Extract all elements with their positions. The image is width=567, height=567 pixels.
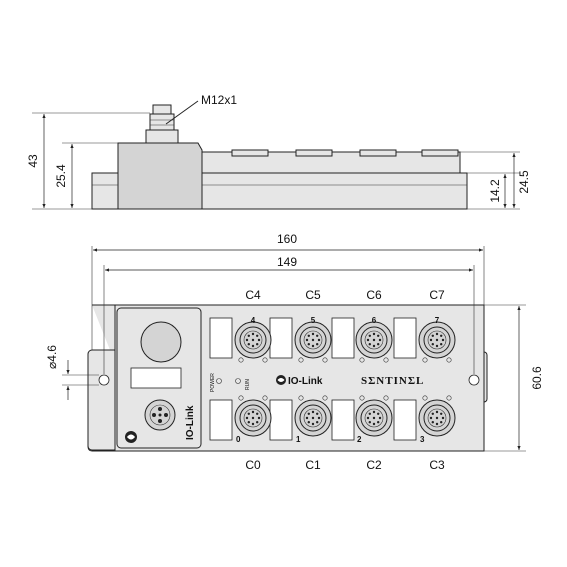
dim-total-length: 160 xyxy=(277,232,297,246)
power-led-label: POWER xyxy=(210,373,216,392)
dim-port-height: 24.5 xyxy=(517,170,531,194)
dim-hole-pitch: 149 xyxy=(277,255,297,269)
port-label-window-bottom xyxy=(269,399,293,441)
port-label-c6: C6 xyxy=(366,288,382,302)
port-label-window-bottom xyxy=(393,399,417,441)
port-label-window-bottom xyxy=(331,399,355,441)
side-m12-connector xyxy=(145,104,179,144)
port-label-window-top xyxy=(209,317,233,359)
dim-total-height: 43 xyxy=(26,154,40,168)
left-mount-ear xyxy=(87,349,119,451)
port-connector-top xyxy=(355,321,393,363)
port-label-c2: C2 xyxy=(366,458,382,472)
side-port-caps xyxy=(231,149,459,157)
port-label-c7: C7 xyxy=(429,288,445,302)
port-connector-bottom xyxy=(355,395,393,437)
power-connector-pins xyxy=(149,404,171,426)
top-view: IO-Link POWER RUN IO-Link SΣNTINΣL 40516… xyxy=(45,232,544,472)
port-label-c0: C0 xyxy=(245,458,261,472)
display-window xyxy=(140,321,182,363)
io-link-vertical-label: IO-Link xyxy=(185,405,196,440)
port-connector-top xyxy=(294,321,332,363)
port-label-c3: C3 xyxy=(429,458,445,472)
port-label-window-top xyxy=(269,317,293,359)
io-link-badge: IO-Link xyxy=(288,376,323,387)
port-columns: 4 0 5 1 6 2 7 3 xyxy=(209,316,456,444)
port-connector-bottom xyxy=(294,395,332,437)
dim-hole-diameter: ⌀4.6 xyxy=(45,345,59,369)
port-label-c4: C4 xyxy=(245,288,261,302)
port-label-window-top xyxy=(393,317,417,359)
port-label-window-top xyxy=(331,317,355,359)
power-led xyxy=(216,378,222,384)
port-label-c5: C5 xyxy=(305,288,321,302)
port-number-bottom: 0 xyxy=(236,435,241,444)
brand-label: SΣNTINΣL xyxy=(361,375,424,387)
mount-hole-left xyxy=(98,374,110,386)
dim-body-height: 25.4 xyxy=(54,164,68,188)
port-number-top: 6 xyxy=(372,316,377,325)
port-connector-top xyxy=(418,321,456,363)
side-view: M12x1 43 25.4 14.2 24.5 xyxy=(26,93,531,210)
run-led xyxy=(235,378,241,384)
port-connector-bottom xyxy=(418,395,456,437)
connector-label: M12x1 xyxy=(201,93,237,107)
port-number-top: 7 xyxy=(435,316,440,325)
port-connector-top xyxy=(234,321,272,363)
port-number-bottom: 1 xyxy=(296,435,301,444)
port-number-bottom: 3 xyxy=(420,435,425,444)
dim-base-height: 14.2 xyxy=(488,179,502,203)
run-led-label: RUN xyxy=(245,379,251,390)
port-label-window-bottom xyxy=(209,399,233,441)
port-label-c1: C1 xyxy=(305,458,321,472)
side-housing xyxy=(117,142,203,210)
dim-width: 60.6 xyxy=(530,366,544,390)
port-number-top: 4 xyxy=(251,316,256,325)
port-number-bottom: 2 xyxy=(357,435,362,444)
mount-hole-right xyxy=(468,374,480,386)
port-connector-bottom xyxy=(234,395,272,437)
label-window xyxy=(130,367,182,389)
port-number-top: 5 xyxy=(311,316,316,325)
